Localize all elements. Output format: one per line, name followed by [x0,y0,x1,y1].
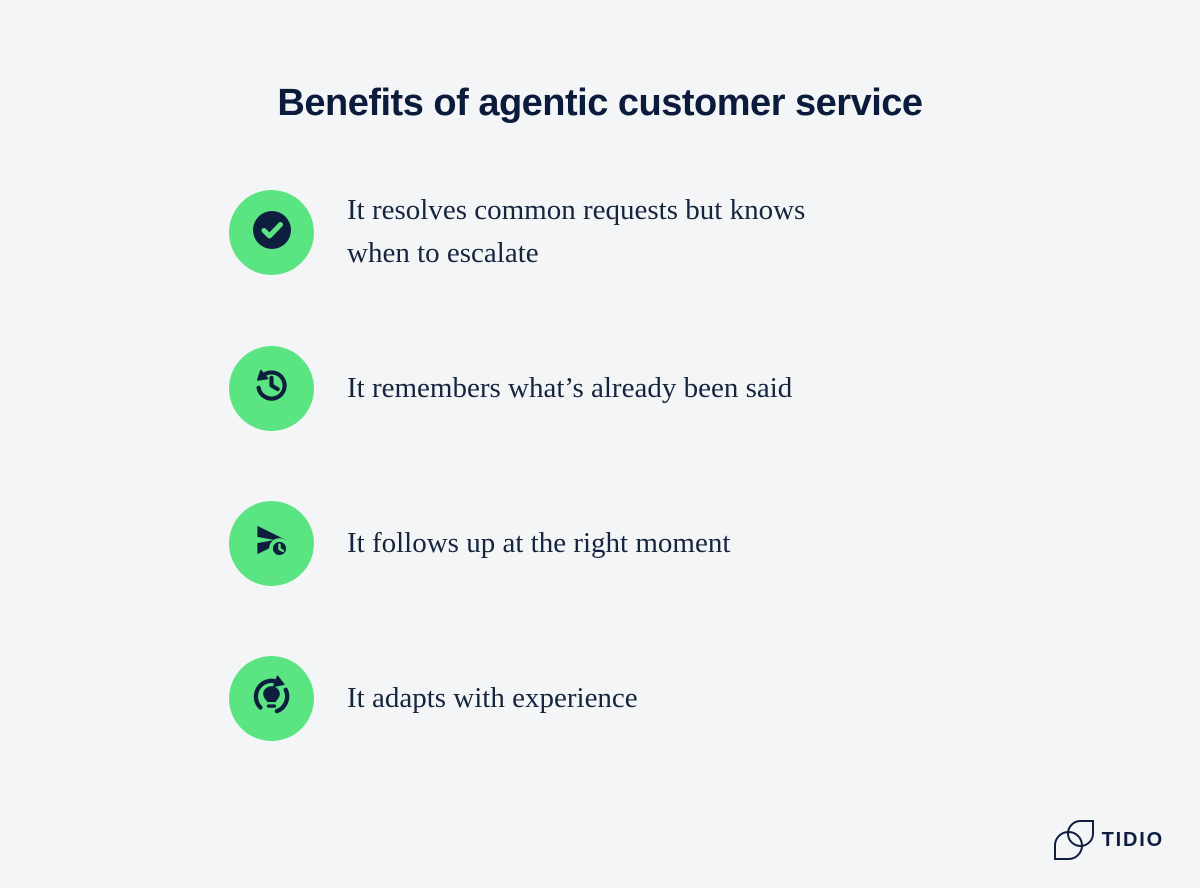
history-icon [248,362,295,414]
benefit-row-adapt: It adapts with experience [229,655,638,741]
benefit-text: It remembers what’s already been said [347,371,793,404]
tidio-logo-icon [1053,818,1095,862]
benefit-row-resolve: It resolves common requests but knows wh… [229,189,805,275]
brand-logo: TIDIO [1053,818,1164,862]
adapt-refresh-bulb-icon [248,672,295,724]
page-title: Benefits of agentic customer service [277,82,923,125]
benefit-icon-circle [229,345,314,431]
brand-name: TIDIO [1101,828,1164,851]
benefit-row-followup: It follows up at the right moment [229,500,730,586]
benefit-icon-circle [229,655,314,741]
tidio-petal-right [1066,820,1094,847]
benefit-text: It adapts with experience [347,681,638,714]
benefit-text: It follows up at the right moment [347,526,731,559]
check-circle-icon [252,210,292,255]
benefit-row-memory: It remembers what’s already been said [229,345,792,431]
benefit-text: It resolves common requests but knows wh… [347,194,806,269]
benefit-icon-circle [229,500,314,586]
schedule-send-icon [248,517,295,569]
benefit-icon-circle [229,189,314,275]
